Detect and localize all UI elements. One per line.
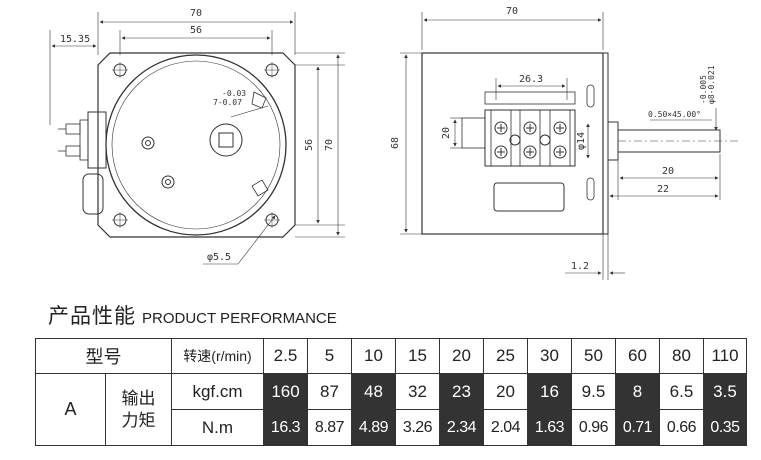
kgf-row: A 输出力矩 kgf.cm 160 87 48 32 23 20 16 9.5 … [35, 373, 747, 446]
speed-cell: 60 [615, 338, 660, 374]
technical-drawing: 70 56 15.35 -0.03 7-0.07 56 70 φ5.5 [49, 6, 740, 280]
side-shaft-body-dia: φ14 [576, 132, 587, 150]
torque-cell: 2.34 [439, 409, 484, 446]
side-shaft-len-total: 22 [657, 184, 669, 195]
front-key-lower: 7-0.07 [213, 98, 242, 107]
speed-cell: 20 [439, 338, 484, 374]
torque-cell: 8 [615, 373, 660, 410]
speed-cell: 5 [307, 338, 352, 374]
speed-cell: 30 [527, 338, 572, 374]
torque-cell: 3.26 [395, 409, 440, 446]
torque-cell: 23 [439, 373, 484, 410]
torque-cell: 0.71 [615, 409, 660, 446]
side-height: 68 [390, 137, 401, 149]
model-header: 型号 [35, 338, 172, 374]
front-hole-dia: φ5.5 [207, 252, 231, 263]
side-flange-thickness: 1.2 [571, 261, 589, 272]
model-cell: A [35, 373, 106, 446]
unit-cell: kgf.cm [171, 373, 264, 410]
front-view [49, 12, 345, 265]
performance-table: 型号 转速(r/min) 2.5 5 10 15 20 25 30 50 60 … [35, 338, 747, 446]
torque-cell: 16 [527, 373, 572, 410]
front-height-inner: 56 [304, 139, 315, 151]
speed-cell: 25 [483, 338, 528, 374]
nm-row: N.m 16.3 8.87 4.89 3.26 2.34 2.04 1.63 0… [36, 409, 747, 446]
torque-cell: 3.5 [703, 373, 747, 410]
front-width-top: 70 [190, 8, 202, 19]
side-shaft-dia-lower: φ8-0.021 [707, 65, 716, 104]
speed-header: 转速(r/min) [171, 338, 264, 374]
front-height-outer: 70 [324, 139, 335, 151]
speed-cell: 2.5 [263, 338, 308, 374]
speed-cell: 15 [395, 338, 440, 374]
side-shaft-dia-upper: -0.005 [699, 75, 708, 104]
torque-cell: 0.66 [659, 409, 704, 446]
heading-title-cn: 产品性能 [48, 304, 136, 328]
torque-cell: 0.96 [571, 409, 616, 446]
torque-cell: 0.35 [703, 409, 747, 446]
front-offset-left: 15.35 [60, 34, 90, 45]
heading-title-en: PRODUCT PERFORMANCE [142, 310, 337, 327]
torque-cell: 160 [263, 373, 308, 410]
side-width-top: 70 [506, 6, 518, 17]
unit-cell: N.m [171, 409, 264, 446]
torque-cell: 87 [307, 373, 352, 410]
torque-cell: 9.5 [571, 373, 616, 410]
output-torque-label: 输出力矩 [105, 373, 172, 446]
side-terminal-width: 26.3 [519, 74, 543, 85]
speed-cell: 110 [703, 338, 747, 374]
side-view [400, 12, 740, 280]
torque-cell: 16.3 [263, 409, 308, 446]
front-width-inner: 56 [190, 25, 202, 36]
section-heading: 产品性能 PRODUCT PERFORMANCE [48, 300, 337, 330]
torque-cell: 2.04 [483, 409, 528, 446]
side-chamfer: 0.50×45.00° [648, 110, 701, 119]
torque-cell: 20 [483, 373, 528, 410]
torque-cell: 6.5 [659, 373, 704, 410]
torque-cell: 48 [351, 373, 396, 410]
torque-cell: 1.63 [527, 409, 572, 446]
side-shaft-len-flat: 20 [662, 166, 674, 177]
speed-cell: 10 [351, 338, 396, 374]
side-left-dim: 20 [441, 127, 452, 139]
speed-row: 型号 转速(r/min) 2.5 5 10 15 20 25 30 50 60 … [35, 338, 747, 374]
torque-cell: 8.87 [307, 409, 352, 446]
torque-cell: 32 [395, 373, 440, 410]
speed-cell: 80 [659, 338, 704, 374]
speed-cell: 50 [571, 338, 616, 374]
torque-cell: 4.89 [351, 409, 396, 446]
front-key-upper: -0.03 [222, 89, 246, 98]
